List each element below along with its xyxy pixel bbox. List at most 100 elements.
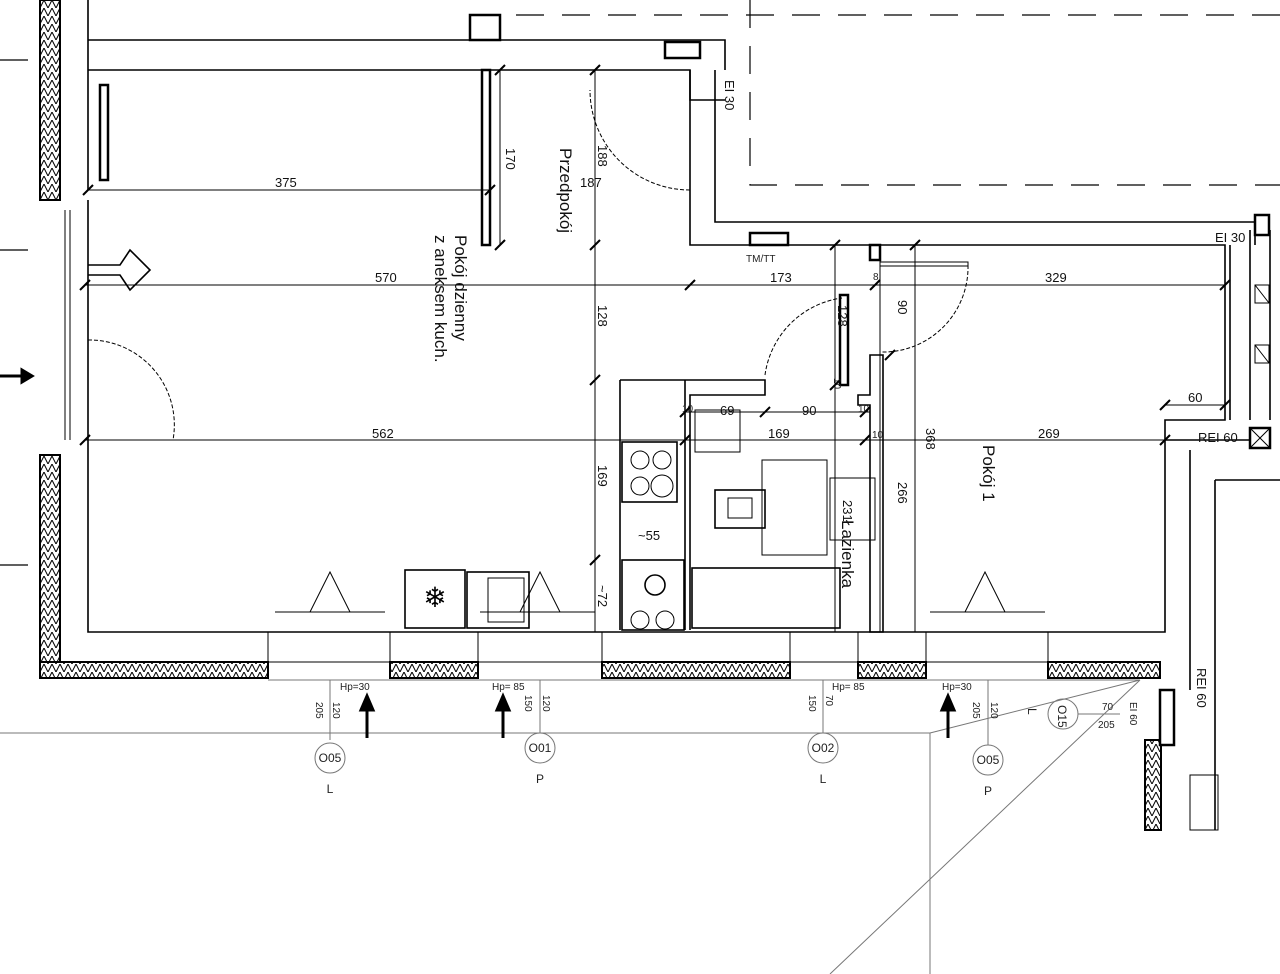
arrow-up-icon xyxy=(358,692,376,738)
dimension-tick xyxy=(884,349,896,361)
dim-10c: 10 xyxy=(872,430,884,441)
toilet xyxy=(714,489,766,529)
dim-375: 375 xyxy=(275,175,297,190)
dimension-tick xyxy=(79,434,91,446)
dimension-tick xyxy=(82,184,94,196)
fire-rating-ei60: EI 60 xyxy=(1127,702,1138,726)
dimension-tick xyxy=(589,239,601,251)
dimension-tick xyxy=(79,279,91,291)
window-tag-o05-p: Hp=30 205 120 O05 P xyxy=(942,680,1004,798)
dim-128b: 128 xyxy=(835,305,850,327)
dim-128a: 128 xyxy=(595,305,610,327)
svg-text:Hp= 85: Hp= 85 xyxy=(492,682,525,693)
window-tag-o02-l: Hp= 85 150 70 O02 L xyxy=(806,680,865,786)
svg-text:L: L xyxy=(327,782,334,796)
dimension-tick xyxy=(829,239,841,251)
fixtures: ❄ xyxy=(404,409,876,631)
dimension-tick xyxy=(859,406,871,418)
dimension-tick xyxy=(1219,279,1231,291)
svg-text:205: 205 xyxy=(313,702,324,719)
dim-69: 69 xyxy=(720,403,734,418)
snowflake-icon: ❄ xyxy=(423,582,446,613)
sink xyxy=(466,571,530,629)
windows xyxy=(267,570,1176,747)
interior-walls xyxy=(87,0,1280,831)
dashed-outline xyxy=(0,0,1280,566)
svg-text:L: L xyxy=(1025,708,1039,715)
dimension-tick xyxy=(679,434,691,446)
fire-rating-rei60-bottom: REI 60 xyxy=(1194,668,1209,708)
fridge xyxy=(404,569,466,629)
dim-72: ~72 xyxy=(595,585,610,607)
bathtub xyxy=(691,567,841,629)
svg-text:O01: O01 xyxy=(529,741,552,755)
dimension-tick xyxy=(494,239,506,251)
room-label-hall: Przedpokój xyxy=(556,148,575,233)
svg-text:P: P xyxy=(984,784,992,798)
svg-text:P: P xyxy=(536,772,544,786)
svg-text:120: 120 xyxy=(540,695,551,712)
svg-text:150: 150 xyxy=(806,695,817,712)
exterior-walls xyxy=(39,0,1162,831)
dim-60: 60 xyxy=(1188,390,1202,405)
room-label-living-line2: z aneksem kuch. xyxy=(431,235,450,363)
dimension-tick xyxy=(589,374,601,386)
dim-8: 8 xyxy=(873,272,879,283)
dimension-lines xyxy=(0,70,1225,974)
svg-text:Hp=30: Hp=30 xyxy=(340,682,370,693)
room-label-room1: Pokój 1 xyxy=(979,445,998,502)
washer xyxy=(694,409,741,453)
svg-text:O05: O05 xyxy=(319,751,342,765)
room-label-bathroom: Łazienka xyxy=(838,520,857,589)
dim-90b: 90 xyxy=(895,300,910,314)
dimension-tick xyxy=(829,379,841,391)
dim-55: ~55 xyxy=(638,528,660,543)
dimension-tick xyxy=(494,64,506,76)
dimension-tick xyxy=(1159,434,1171,446)
dimension-tick xyxy=(759,406,771,418)
svg-text:205: 205 xyxy=(970,702,981,719)
dim-169a: 169 xyxy=(768,426,790,441)
boiler xyxy=(621,559,685,631)
dimension-tick xyxy=(484,184,496,196)
cooktop xyxy=(621,441,678,503)
dim-570: 570 xyxy=(375,270,397,285)
fire-rating-rei60-right: REI 60 xyxy=(1198,430,1238,445)
dimension-ticks xyxy=(79,64,1231,566)
tm-tt-label: TM/TT xyxy=(746,254,775,265)
svg-text:O02: O02 xyxy=(812,741,835,755)
svg-text:120: 120 xyxy=(988,702,999,719)
window-tag-o01-p: Hp= 85 150 120 O01 P xyxy=(492,680,556,786)
dim-188: 188 xyxy=(595,145,610,167)
arrow-icons xyxy=(0,367,957,738)
entrance-arrow-icon xyxy=(0,367,35,385)
dimension-tick xyxy=(589,64,601,76)
fire-rating-ei30-top: EI 30 xyxy=(722,80,737,110)
dim-10b: 10 xyxy=(858,404,870,415)
dim-169b: 169 xyxy=(595,465,610,487)
dim-90a: 90 xyxy=(802,403,816,418)
dim-368: 368 xyxy=(923,428,938,450)
dim-329: 329 xyxy=(1045,270,1067,285)
dimension-tick xyxy=(1219,399,1231,411)
dim-269: 269 xyxy=(1038,426,1060,441)
svg-text:150: 150 xyxy=(522,695,533,712)
dim-187: 187 xyxy=(580,175,602,190)
svg-text:Hp= 85: Hp= 85 xyxy=(832,682,865,693)
dimension-tick xyxy=(589,554,601,566)
dim-562: 562 xyxy=(372,426,394,441)
svg-text:L: L xyxy=(820,772,827,786)
window-tag-o15-l: O15 L 70 205 xyxy=(1025,698,1120,731)
dim-231: 231 xyxy=(840,500,855,522)
svg-text:205: 205 xyxy=(1098,720,1115,731)
svg-text:70: 70 xyxy=(823,695,834,707)
dim-170: 170 xyxy=(503,148,518,170)
fire-rating-ei30-right: EI 30 xyxy=(1215,230,1245,245)
dimension-tick xyxy=(1159,399,1171,411)
washbasin xyxy=(829,477,876,541)
dimension-tick xyxy=(859,434,871,446)
svg-text:Hp=30: Hp=30 xyxy=(942,682,972,693)
window-tag-o05-l: Hp=30 205 120 O05 L xyxy=(313,680,370,796)
dimension-texts: 375 170 188 187 570 173 329 128 128 90 6… xyxy=(275,145,1202,607)
